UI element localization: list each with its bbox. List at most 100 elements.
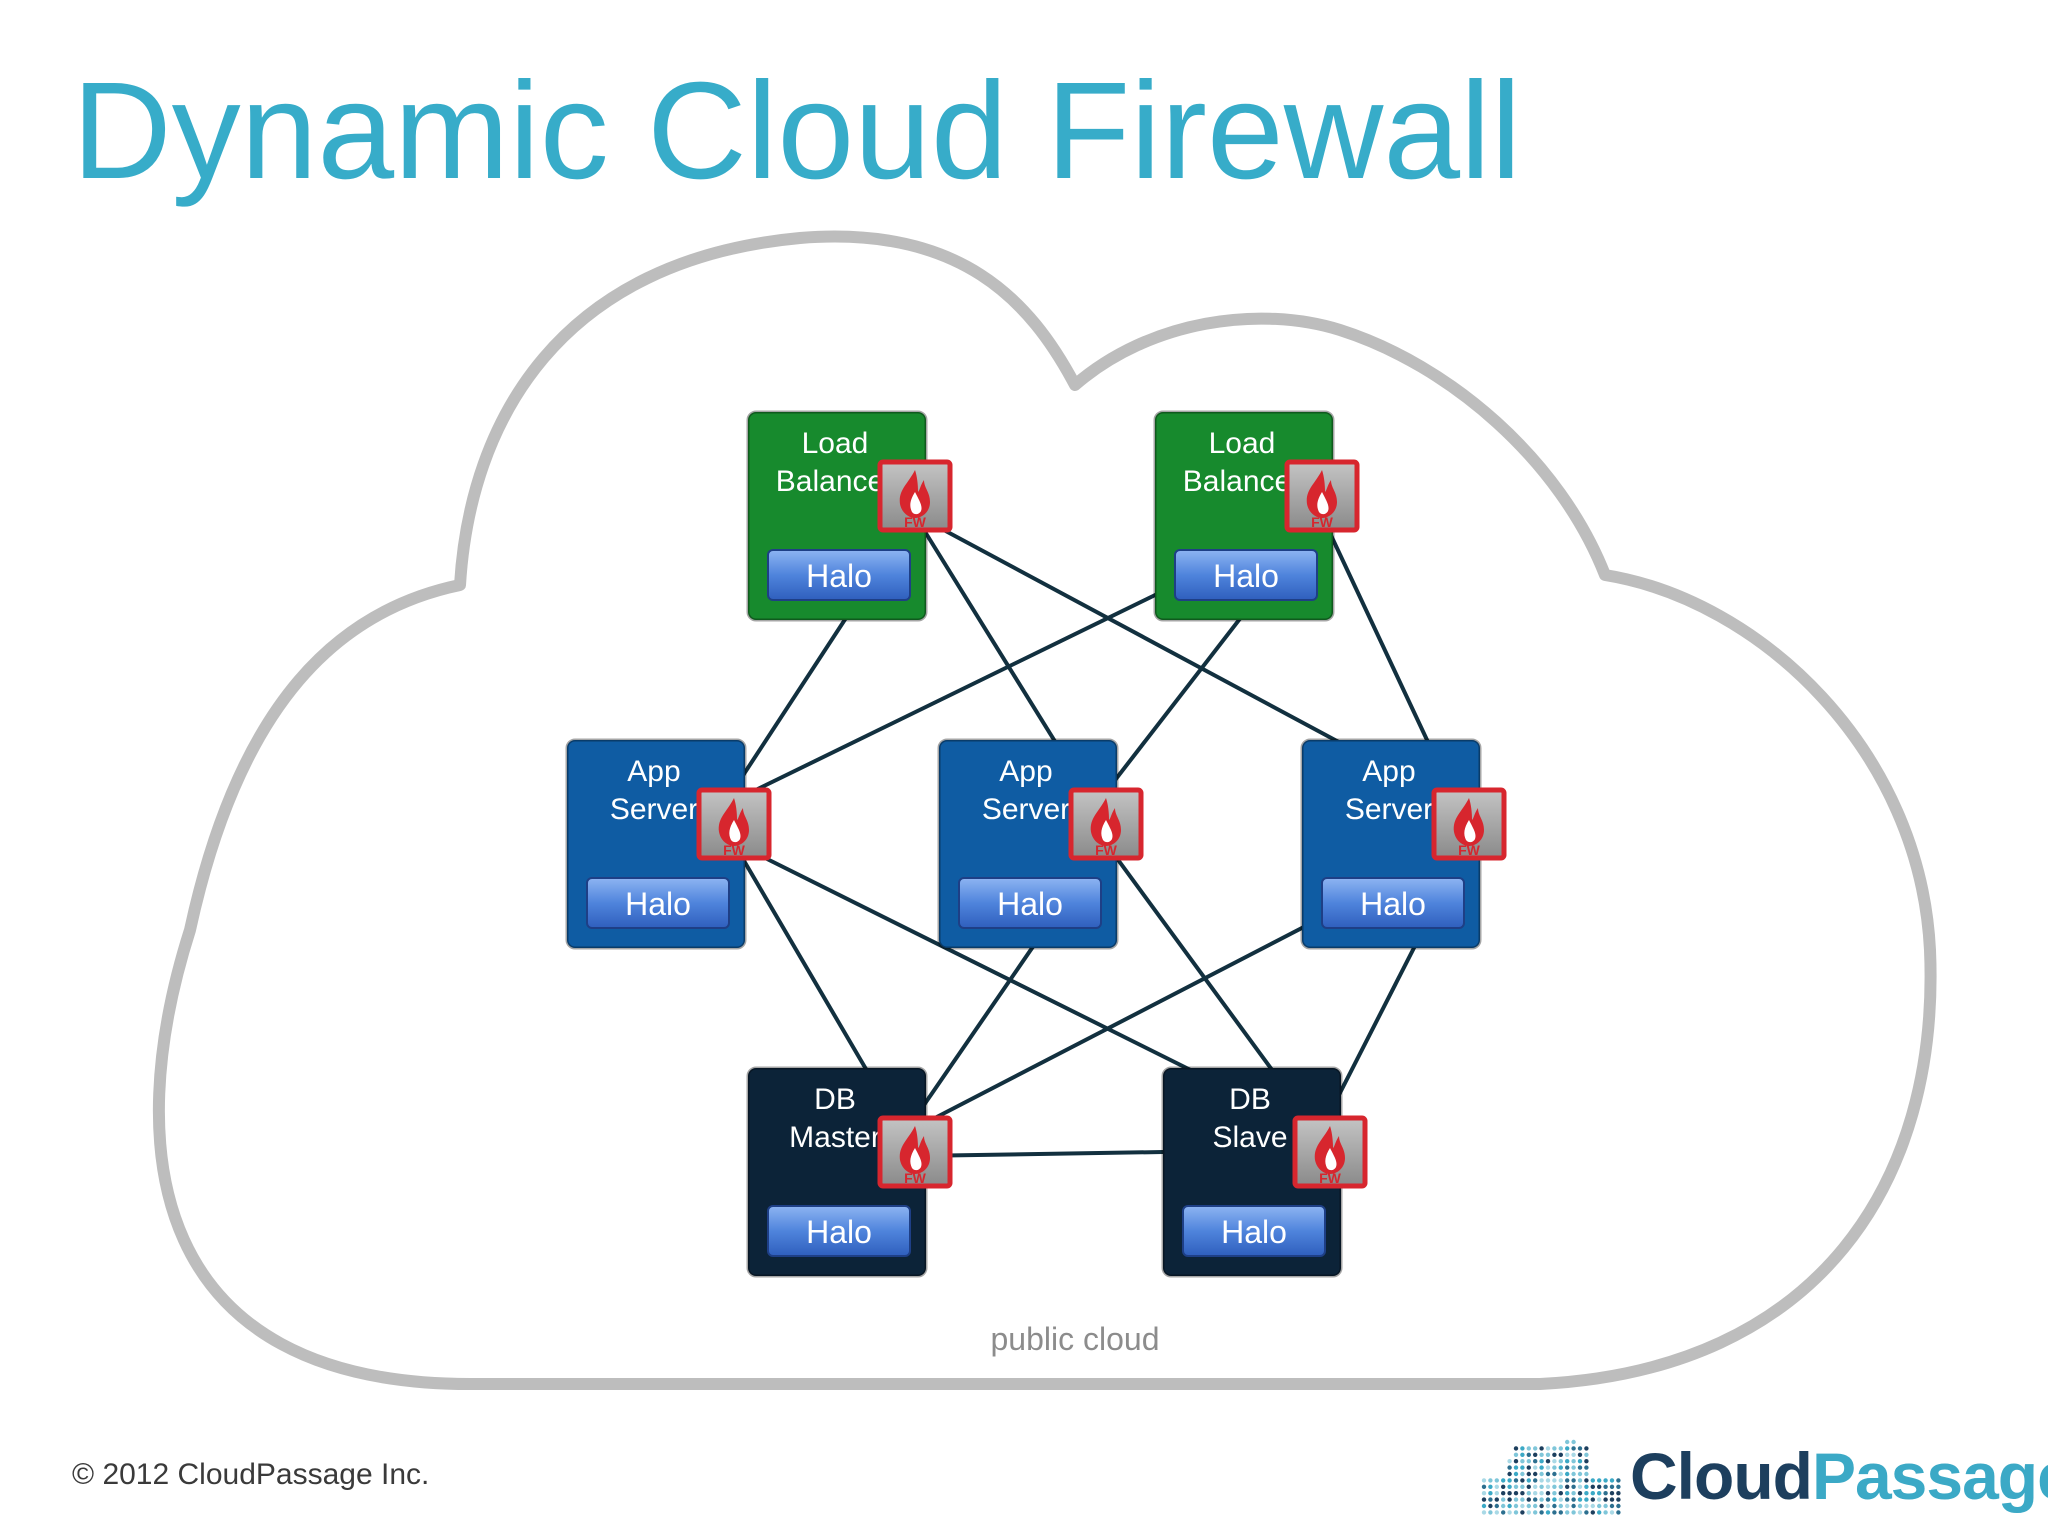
node-label-line1: DB bbox=[1229, 1083, 1271, 1116]
flame-inner-icon bbox=[1325, 1148, 1337, 1171]
logo-dot bbox=[1545, 1471, 1551, 1477]
logo-dot bbox=[1539, 1484, 1544, 1489]
node-label-line2: Server bbox=[982, 793, 1070, 826]
logo-dot bbox=[1558, 1503, 1563, 1509]
brand-word-passage: Passage bbox=[1811, 1439, 2048, 1513]
logo-dot bbox=[1507, 1491, 1512, 1496]
logo-dot bbox=[1577, 1471, 1583, 1477]
flame-inner-icon bbox=[1101, 820, 1113, 843]
logo-dot bbox=[1597, 1497, 1602, 1502]
logo-dot bbox=[1481, 1484, 1487, 1489]
halo-button-bg bbox=[1182, 1205, 1326, 1257]
logo-dot bbox=[1513, 1446, 1519, 1451]
halo-button-bg bbox=[1321, 877, 1465, 929]
logo-dot bbox=[1545, 1484, 1551, 1489]
halo-button[interactable]: Halo bbox=[767, 549, 911, 601]
halo-button[interactable]: Halo bbox=[1174, 549, 1318, 601]
logo-dot bbox=[1533, 1478, 1538, 1483]
node-label-line1: App bbox=[999, 755, 1052, 788]
flame-inner-icon bbox=[1464, 820, 1476, 843]
logo-dot bbox=[1565, 1503, 1570, 1509]
logo-dot bbox=[1609, 1497, 1615, 1502]
logo-dot bbox=[1513, 1503, 1519, 1509]
halo-button[interactable]: Halo bbox=[958, 877, 1102, 929]
logo-dot bbox=[1590, 1503, 1595, 1509]
logo-dot bbox=[1616, 1484, 1621, 1489]
logo-dot bbox=[1513, 1497, 1519, 1502]
logo-dot bbox=[1545, 1446, 1551, 1451]
logo-dot bbox=[1501, 1497, 1506, 1502]
logo-dot bbox=[1552, 1446, 1557, 1451]
firewall-badge: FW bbox=[1068, 787, 1144, 861]
logo-dot bbox=[1577, 1491, 1583, 1496]
node-label-line2: Server bbox=[610, 793, 698, 826]
link-dbm-dbs bbox=[913, 1150, 1164, 1158]
firewall-label: FW bbox=[1095, 842, 1118, 858]
firewall-badge: FW bbox=[1284, 459, 1360, 533]
logo-dot bbox=[1565, 1497, 1570, 1502]
logo-dot bbox=[1533, 1510, 1538, 1515]
logo-dot bbox=[1558, 1497, 1563, 1502]
logo-dot bbox=[1552, 1503, 1557, 1509]
node-label-line2: Balancer bbox=[776, 465, 894, 498]
halo-button[interactable]: Halo bbox=[767, 1205, 911, 1257]
logo-dot bbox=[1494, 1491, 1499, 1496]
logo-dot bbox=[1520, 1452, 1525, 1457]
halo-button-label: Halo bbox=[1221, 1214, 1287, 1250]
logo-dot bbox=[1609, 1484, 1615, 1489]
firewall-label: FW bbox=[1319, 1170, 1342, 1186]
logo-dot bbox=[1558, 1459, 1563, 1464]
logo-dot bbox=[1577, 1446, 1583, 1451]
logo-dot bbox=[1533, 1503, 1538, 1509]
logo-dot bbox=[1526, 1478, 1531, 1483]
firewall-badge: FW bbox=[696, 787, 772, 861]
node-label-line1: App bbox=[1362, 755, 1415, 788]
logo-dot bbox=[1552, 1510, 1557, 1515]
logo-dot bbox=[1513, 1491, 1519, 1496]
logo-dot bbox=[1584, 1478, 1589, 1483]
halo-button-label: Halo bbox=[1213, 558, 1279, 594]
logo-dot bbox=[1539, 1510, 1544, 1515]
logo-dot bbox=[1571, 1452, 1576, 1457]
logo-dot bbox=[1558, 1491, 1563, 1496]
logo-dot bbox=[1501, 1478, 1506, 1483]
copyright-text: © 2012 CloudPassage Inc. bbox=[72, 1458, 430, 1491]
logo-dot bbox=[1494, 1484, 1499, 1489]
halo-button[interactable]: Halo bbox=[586, 877, 730, 929]
logo-dot bbox=[1520, 1497, 1525, 1502]
logo-dot bbox=[1501, 1484, 1506, 1489]
logo-dot bbox=[1501, 1491, 1506, 1496]
halo-button[interactable]: Halo bbox=[1182, 1205, 1326, 1257]
logo-dot bbox=[1571, 1465, 1576, 1470]
flame-inner-icon bbox=[1317, 492, 1329, 515]
logo-dot bbox=[1616, 1510, 1621, 1515]
logo-dot bbox=[1558, 1446, 1563, 1451]
logo-dot bbox=[1565, 1478, 1570, 1483]
logo-dot bbox=[1590, 1484, 1595, 1489]
logo-dot bbox=[1513, 1484, 1519, 1489]
halo-button-label: Halo bbox=[1360, 886, 1426, 922]
logo-dot bbox=[1488, 1484, 1493, 1489]
node-label-line2: Master bbox=[789, 1121, 881, 1154]
logo-dot bbox=[1513, 1452, 1519, 1457]
logo-dot bbox=[1597, 1510, 1602, 1515]
logo-dot bbox=[1571, 1439, 1576, 1445]
server-nodes: LoadBalancerHaloFWLoadBalancerHaloFWAppS… bbox=[565, 410, 1507, 1278]
logo-dot bbox=[1552, 1484, 1557, 1489]
logo-dot bbox=[1571, 1471, 1576, 1477]
logo-dot bbox=[1565, 1452, 1570, 1457]
halo-button[interactable]: Halo bbox=[1321, 877, 1465, 929]
halo-button-bg bbox=[586, 877, 730, 929]
slide-title: Dynamic Cloud Firewall bbox=[72, 54, 1522, 208]
logo-dot bbox=[1520, 1459, 1525, 1464]
logo-dot bbox=[1565, 1465, 1570, 1470]
node-label-line1: DB bbox=[814, 1083, 856, 1116]
logo-dot bbox=[1539, 1497, 1544, 1502]
logo-dot bbox=[1565, 1439, 1570, 1445]
logo-dot bbox=[1533, 1452, 1538, 1457]
logo-dot bbox=[1597, 1491, 1602, 1496]
